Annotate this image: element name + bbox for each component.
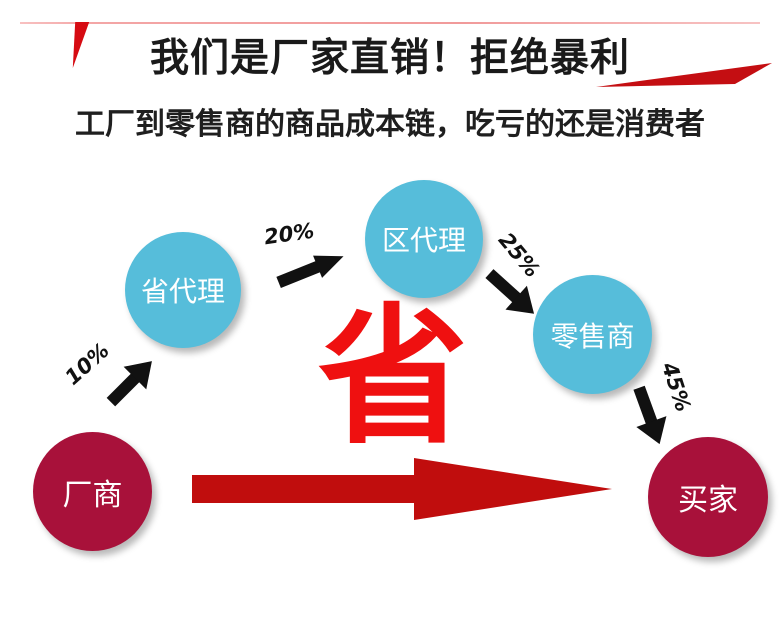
arrow-manufacturer-to-province: [106, 361, 152, 407]
arrow-retailer-to-buyer: [633, 385, 667, 445]
header-rule: [20, 22, 760, 24]
header-right-wedge-icon: [596, 63, 772, 87]
node-label: 省代理: [140, 275, 225, 308]
arrow-province-to-district: [276, 255, 344, 289]
arrow-district-to-retailer: [485, 269, 535, 314]
node-label: 买家: [678, 483, 738, 518]
savings-glyph: 省: [318, 291, 469, 465]
node-province-agent: 省代理: [125, 232, 241, 348]
node-retailer: 零售商: [533, 275, 652, 394]
page-title: 我们是厂家直销！拒绝暴利: [149, 36, 630, 81]
node-buyer: 买家: [648, 437, 768, 557]
node-label: 厂商: [62, 477, 123, 513]
savings-flow-arrow: [192, 458, 612, 520]
node-district-agent: 区代理: [365, 180, 483, 298]
node-manufacturer: 厂商: [33, 432, 152, 551]
node-label: 零售商: [550, 319, 635, 353]
page-subtitle: 工厂到零售商的商品成本链，吃亏的还是消费者: [75, 107, 705, 142]
node-label: 区代理: [381, 224, 466, 257]
